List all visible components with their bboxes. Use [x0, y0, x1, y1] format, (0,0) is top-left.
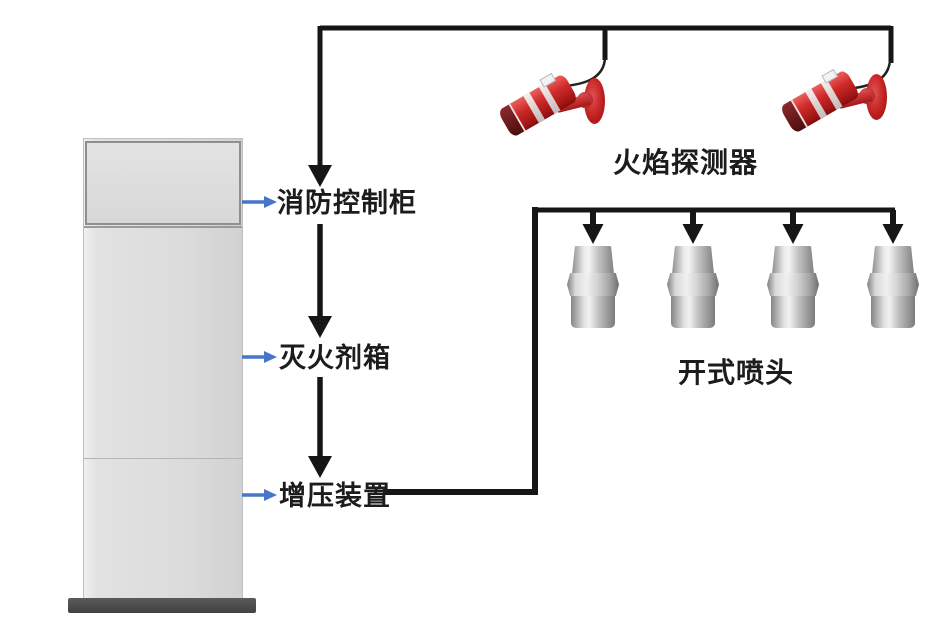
arrowhead-to-booster — [308, 456, 332, 478]
arrowhead-nozzle-3 — [782, 224, 804, 244]
flame-detector — [497, 72, 616, 150]
nozzle-hex-nut — [867, 273, 919, 296]
nozzle-hex-nut — [567, 273, 619, 296]
arrowhead-nozzle-2 — [682, 224, 704, 244]
arrowhead-nozzle-4 — [882, 224, 904, 244]
detector-body — [497, 72, 579, 138]
detector-band — [538, 83, 561, 114]
label-control-cabinet: 消防控制柜 — [277, 188, 417, 219]
arrowhead-to-tank — [308, 316, 332, 338]
detector-lens — [779, 99, 808, 134]
pointer-arrowhead-agent-tank — [264, 351, 277, 363]
cabinet-control-panel — [85, 141, 241, 225]
nozzle-bottom — [871, 295, 915, 328]
arrowhead-nozzle-1 — [582, 224, 604, 244]
label-open-nozzle: 开式喷头 — [678, 356, 795, 389]
nozzle-top — [672, 246, 714, 274]
nozzle-top — [572, 246, 614, 274]
arrowhead-to-control-cabinet — [308, 165, 332, 187]
cabinet-divider — [84, 226, 242, 228]
nozzle-hex-nut — [767, 273, 819, 296]
pointer-arrowhead-control-cabinet — [264, 196, 277, 208]
open-nozzle — [867, 246, 919, 330]
nozzle-hex-nut — [667, 273, 719, 296]
nozzle-top — [772, 246, 814, 274]
detector-body — [779, 68, 861, 134]
detector-band — [820, 79, 843, 110]
equipment-cabinet — [83, 138, 243, 599]
nozzle-bottom — [771, 295, 815, 328]
nozzle-bottom — [571, 295, 615, 328]
label-flame-detector: 火焰探测器 — [613, 146, 759, 179]
detector-band — [805, 88, 827, 119]
cabinet-base — [68, 598, 256, 613]
detector-lens — [497, 103, 526, 138]
open-nozzle — [667, 246, 719, 330]
label-booster-device: 增压装置 — [279, 481, 391, 512]
open-nozzle — [567, 246, 619, 330]
detector-band — [523, 92, 545, 123]
cabinet-divider — [84, 458, 242, 459]
nozzle-top — [872, 246, 914, 274]
nozzle-bottom — [671, 295, 715, 328]
open-nozzle — [767, 246, 819, 330]
detector-label-tag — [821, 68, 838, 84]
label-agent-tank: 灭火剂箱 — [279, 343, 391, 374]
detector-label-tag — [539, 72, 556, 88]
pointer-arrowhead-booster — [264, 489, 277, 501]
flame-detector — [779, 68, 898, 146]
